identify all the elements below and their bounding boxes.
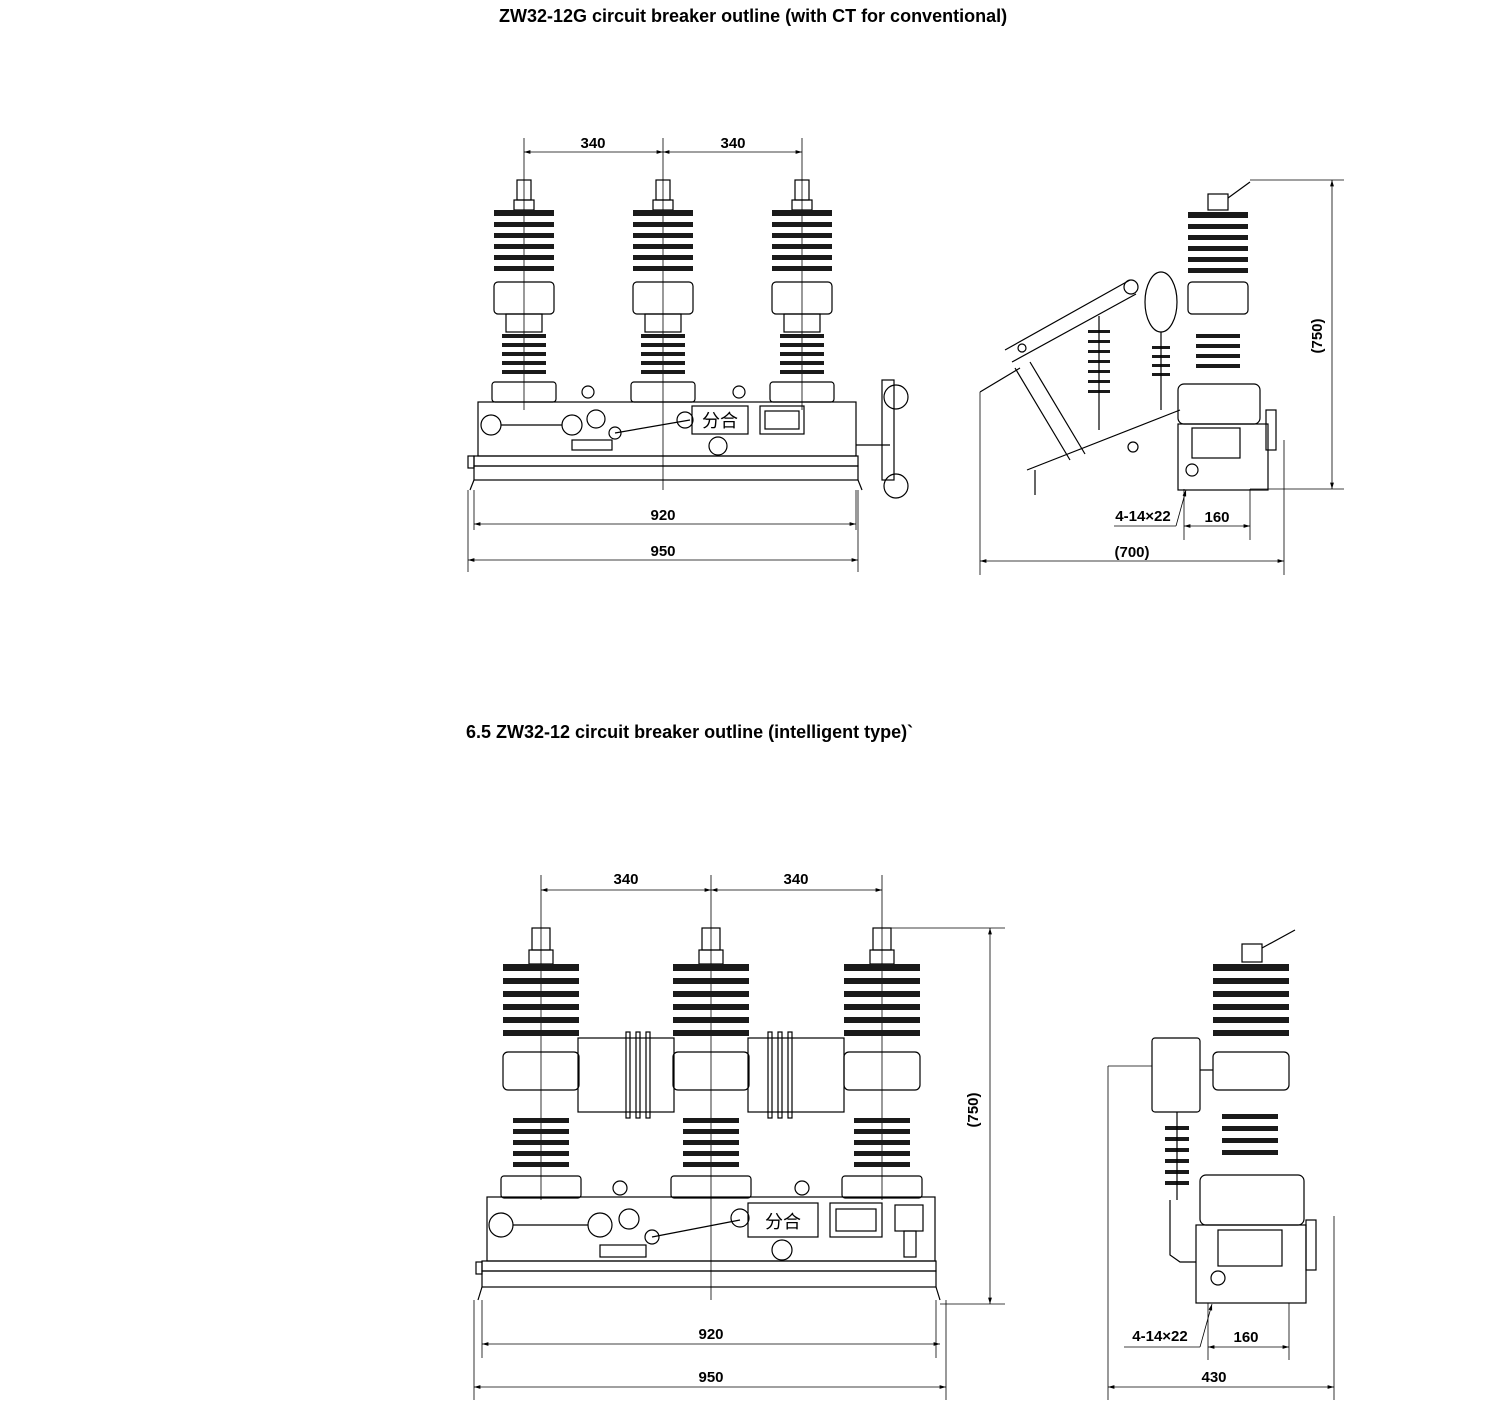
- dim-pitch-left-2: 340: [613, 871, 638, 888]
- bottom-front-view: 340 340: [473, 871, 1005, 1400]
- pole-c: [769, 179, 835, 403]
- dim-holes-2: 4-14×22: [1132, 1328, 1187, 1345]
- dim-height-750: (750): [1309, 318, 1326, 353]
- dim-950-2: 950: [698, 1369, 723, 1386]
- panel-label-2: 分合: [765, 1212, 801, 1233]
- bottom-side-view: 430 160 4-14×22: [1107, 929, 1335, 1400]
- dim-pitch-left: 340: [580, 135, 605, 152]
- dim-pitch-right: 340: [720, 135, 745, 152]
- pole-b-2: [670, 927, 752, 1199]
- dim-mount-160: 160: [1204, 509, 1229, 526]
- open-close-panel: [691, 405, 749, 435]
- pole-a-2: [500, 927, 582, 1199]
- dim-920-2: 920: [698, 1326, 723, 1343]
- dim-920: 920: [650, 507, 675, 524]
- dim-depth-430: 430: [1201, 1369, 1226, 1386]
- dim-depth-700: (700): [1114, 544, 1149, 561]
- open-close-panel-2: [747, 1202, 819, 1238]
- dim-pitch-right-2: 340: [783, 871, 808, 888]
- title-conventional: ZW32-12G circuit breaker outline (with C…: [499, 6, 1008, 26]
- dim-height-750-2: (750): [965, 1092, 982, 1127]
- top-side-view: (750) (700) 160 4-14×22: [979, 179, 1344, 575]
- title-intelligent: 6.5 ZW32-12 circuit breaker outline (int…: [466, 722, 914, 742]
- panel-label: 分合: [702, 411, 738, 432]
- dim-950: 950: [650, 543, 675, 560]
- dim-holes: 4-14×22: [1115, 508, 1170, 525]
- pole-a: [491, 179, 557, 403]
- pole-c-2: [841, 927, 923, 1199]
- top-front-view: 340 340: [467, 135, 909, 572]
- dim-mount-160-2: 160: [1233, 1329, 1258, 1346]
